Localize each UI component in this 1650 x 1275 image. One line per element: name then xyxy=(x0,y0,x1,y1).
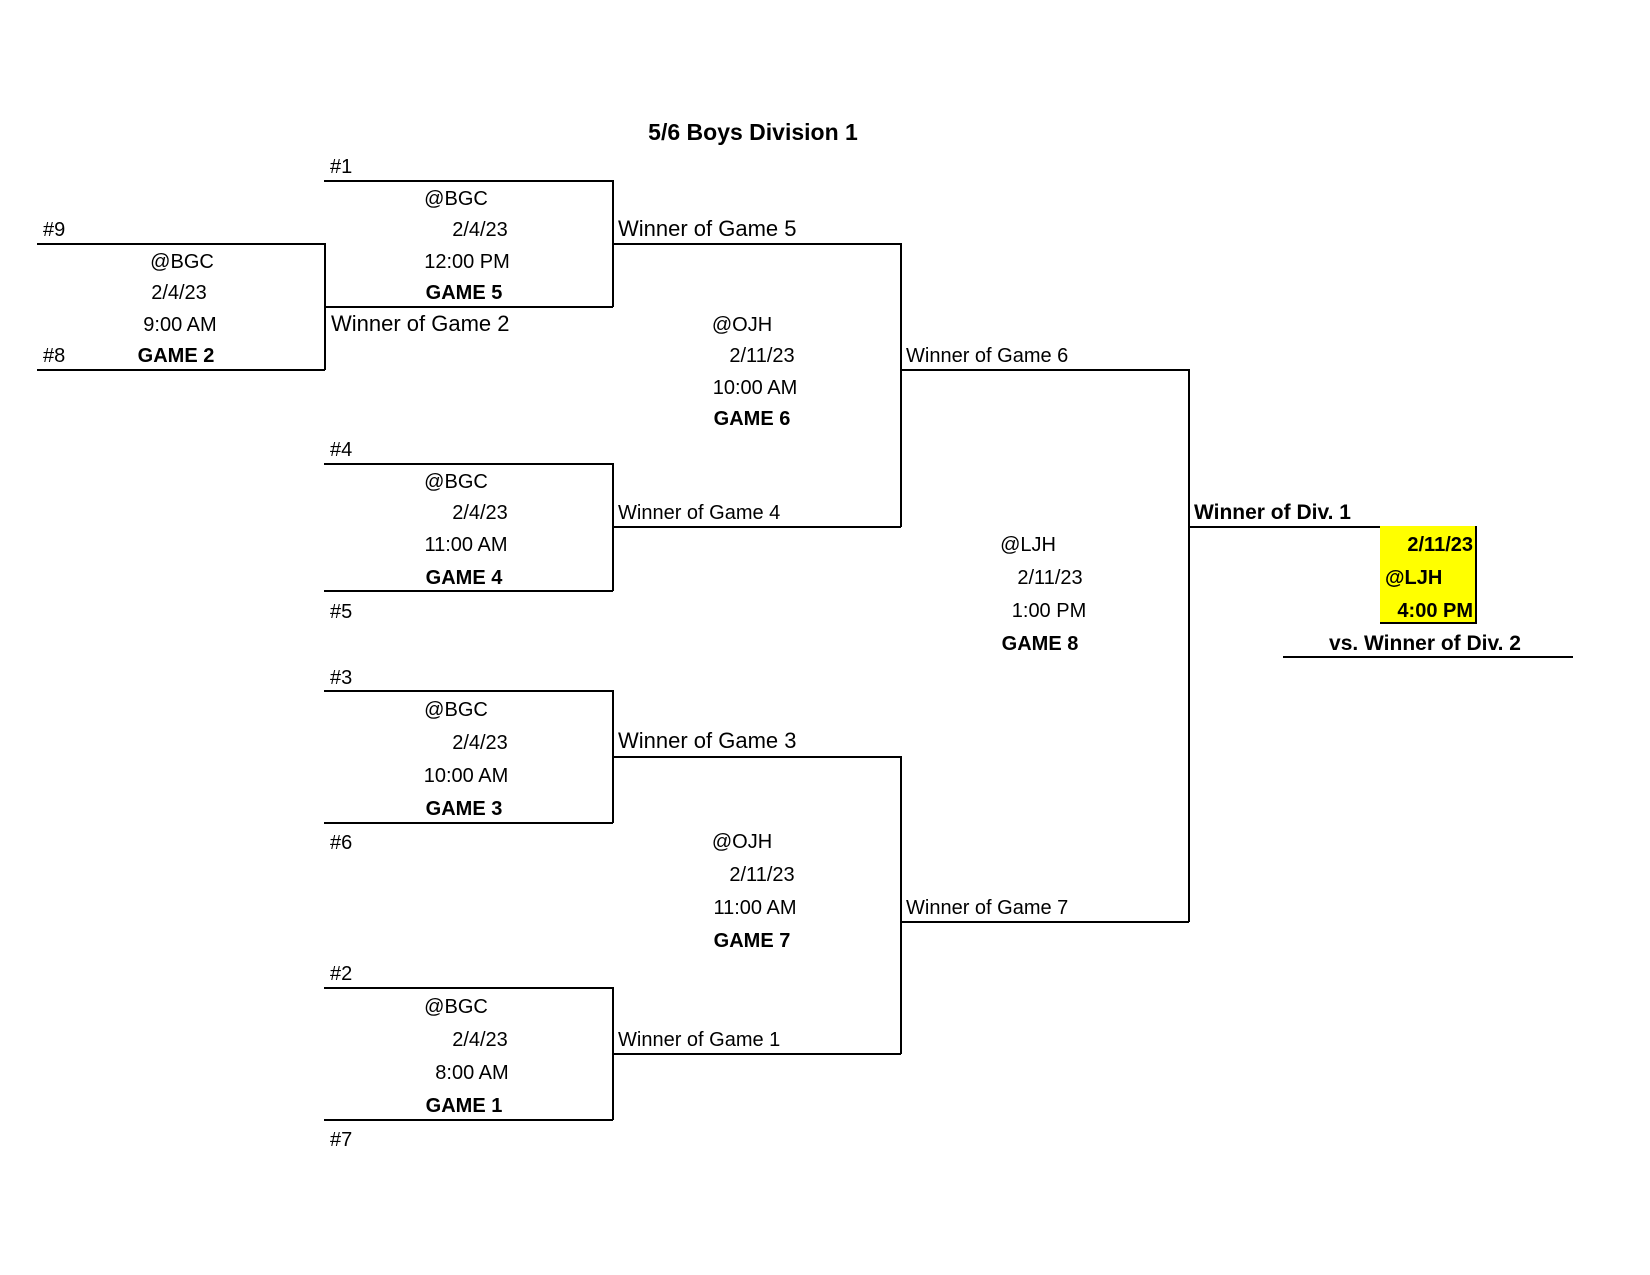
seed-3: #3 xyxy=(330,667,353,689)
game6-venue: @OJH xyxy=(711,314,773,336)
game4-time: 11:00 AM xyxy=(424,534,508,556)
game7-top-line xyxy=(612,756,901,758)
game8-time: 1:00 PM xyxy=(1011,600,1087,622)
div1-winner-line xyxy=(1188,526,1477,528)
game3-top-line xyxy=(324,690,613,692)
game2-date: 2/4/23 xyxy=(151,282,207,304)
final-box-bottom-line xyxy=(1380,622,1476,624)
seed-1: #1 xyxy=(330,156,353,178)
game6-label: GAME 6 xyxy=(713,408,791,430)
game6-date: 2/11/23 xyxy=(729,345,795,367)
winner-game3-label: Winner of Game 3 xyxy=(618,728,797,753)
game5-top-line xyxy=(324,180,613,182)
seed-8: #8 xyxy=(43,345,66,367)
game1-label: GAME 1 xyxy=(425,1095,503,1117)
game1-time: 8:00 AM xyxy=(435,1062,509,1084)
winner-game7-label: Winner of Game 7 xyxy=(906,897,1069,919)
game8-date: 2/11/23 xyxy=(1017,567,1083,589)
seed-6: #6 xyxy=(330,832,353,854)
winner-game2-label: Winner of Game 2 xyxy=(331,311,510,336)
game4-top-line xyxy=(324,463,613,465)
game3-label: GAME 3 xyxy=(425,798,503,820)
game3-bottom-line xyxy=(324,822,613,824)
game3-time: 10:00 AM xyxy=(423,765,509,787)
game7-time: 11:00 AM xyxy=(713,897,797,919)
seed-9: #9 xyxy=(43,219,66,241)
game7-label: GAME 7 xyxy=(713,930,791,952)
bracket-title: 5/6 Boys Division 1 xyxy=(648,119,858,145)
winner-game6-label: Winner of Game 6 xyxy=(906,345,1069,367)
final-box-right-line xyxy=(1475,526,1477,624)
game5-label: GAME 5 xyxy=(425,282,503,304)
final-venue: @LJH xyxy=(1385,567,1443,589)
seed-7: #7 xyxy=(330,1129,353,1151)
game7-venue: @OJH xyxy=(711,831,773,853)
game4-bottom-line xyxy=(324,590,613,592)
game4-date: 2/4/23 xyxy=(452,502,508,524)
winner-game4-label: Winner of Game 4 xyxy=(618,502,781,524)
game5-date: 2/4/23 xyxy=(452,219,508,241)
game2-time: 9:00 AM xyxy=(143,314,217,336)
game6-right-line xyxy=(900,243,902,527)
game2-venue: @BGC xyxy=(150,251,214,273)
seed-2: #2 xyxy=(330,963,353,985)
game4-label: GAME 4 xyxy=(425,567,503,589)
game3-date: 2/4/23 xyxy=(452,732,508,754)
game6-bottom-line xyxy=(612,526,901,528)
game5-bottom-line xyxy=(324,306,613,308)
winner-div1-label: Winner of Div. 1 xyxy=(1194,501,1351,524)
final-opponent-line xyxy=(1283,656,1573,658)
game6-top-line xyxy=(612,243,901,245)
game1-top-line xyxy=(324,987,613,989)
final-highlight-box xyxy=(1380,526,1476,623)
game5-venue: @BGC xyxy=(424,188,488,210)
final-opponent: vs. Winner of Div. 2 xyxy=(1329,632,1521,655)
game2-top-line xyxy=(37,243,325,245)
game4-venue: @BGC xyxy=(424,471,488,493)
game7-bottom-line xyxy=(612,1053,901,1055)
game5-time: 12:00 PM xyxy=(424,251,510,273)
game6-time: 10:00 AM xyxy=(712,377,798,399)
game3-venue: @BGC xyxy=(424,699,488,721)
game8-bottom-line xyxy=(900,921,1189,923)
final-time: 4:00 PM xyxy=(1397,600,1473,622)
game1-venue: @BGC xyxy=(424,996,488,1018)
winner-game1-label: Winner of Game 1 xyxy=(618,1029,781,1051)
winner-game5-label: Winner of Game 5 xyxy=(618,216,797,241)
game2-label: GAME 2 xyxy=(137,345,215,367)
game8-right-line xyxy=(1188,369,1190,922)
game2-bottom-line xyxy=(37,369,325,371)
game8-venue: @LJH xyxy=(1000,534,1056,556)
seed-4: #4 xyxy=(330,439,353,461)
game7-date: 2/11/23 xyxy=(729,864,795,886)
game8-label: GAME 8 xyxy=(1001,633,1079,655)
game1-bottom-line xyxy=(324,1119,613,1121)
game1-date: 2/4/23 xyxy=(452,1029,508,1051)
game8-top-line xyxy=(900,369,1189,371)
seed-5: #5 xyxy=(330,601,353,623)
final-date: 2/11/23 xyxy=(1407,534,1473,556)
game7-right-line xyxy=(900,756,902,1054)
